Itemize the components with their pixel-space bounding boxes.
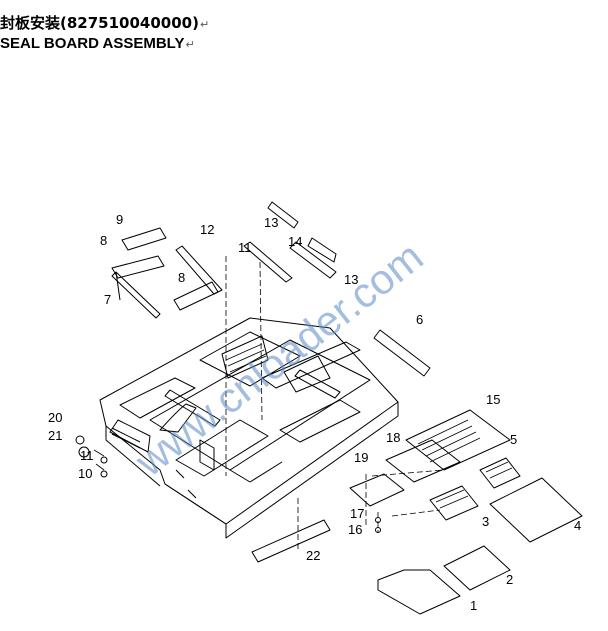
- callout-9: 9: [116, 212, 123, 227]
- callout-4: 4: [574, 518, 581, 533]
- callout-8-upper: 8: [100, 233, 107, 248]
- part-5-panel: [479, 457, 521, 489]
- part-21-washer: [78, 446, 90, 458]
- callout-20: 20: [48, 410, 62, 425]
- watermark-text: www.cnloader.com: [126, 232, 432, 485]
- callout-14: 14: [288, 234, 302, 249]
- part-11-strip: [243, 241, 293, 283]
- callout-11-strip: 11: [238, 240, 252, 255]
- part-18-panel: [385, 439, 461, 483]
- callout-15: 15: [486, 392, 500, 407]
- callout-1: 1: [470, 598, 477, 613]
- callout-22: 22: [306, 548, 320, 563]
- part-1-panel: [377, 569, 461, 615]
- part-16-washer: [375, 527, 381, 533]
- callout-16: 16: [348, 522, 362, 537]
- callout-13-lower: 13: [344, 272, 358, 287]
- part-8-strip-upper: [111, 255, 165, 279]
- part-10-nut: [100, 470, 108, 478]
- callout-3: 3: [482, 514, 489, 529]
- part-8-strip-lower: [173, 281, 219, 311]
- callout-19: 19: [354, 450, 368, 465]
- callout-12: 12: [200, 222, 214, 237]
- title-chinese: 封板安装(827510040000)↵: [0, 14, 210, 32]
- part-12-strip: [175, 245, 223, 295]
- callout-13-upper: 13: [264, 215, 278, 230]
- part-13-strip-lower: [289, 241, 337, 279]
- part-7-strip: [111, 271, 161, 319]
- part-22-strip: [251, 519, 331, 563]
- title-english: SEAL BOARD ASSEMBLY↵: [0, 35, 195, 52]
- part-4-panel: [489, 477, 583, 543]
- part-13-strip-upper: [267, 201, 299, 229]
- part-14-strip: [307, 237, 337, 263]
- part-20-bolt: [75, 435, 85, 445]
- part-15-panel: [405, 409, 511, 471]
- part-2-panel: [443, 545, 511, 591]
- part-3-panel: [429, 485, 479, 521]
- callout-18: 18: [386, 430, 400, 445]
- callout-21: 21: [48, 428, 62, 443]
- callout-17: 17: [350, 506, 364, 521]
- callout-7: 7: [104, 292, 111, 307]
- callout-2: 2: [506, 572, 513, 587]
- callout-8-lower: 8: [178, 270, 185, 285]
- callout-11-bolt: 11: [80, 448, 94, 463]
- part-9-strip: [121, 227, 167, 251]
- main-frame: [99, 317, 399, 539]
- part-6-strip: [373, 329, 431, 377]
- callout-5: 5: [510, 432, 517, 447]
- callout-6: 6: [416, 312, 423, 327]
- part-19-panel: [349, 473, 405, 507]
- part-11-bolt: [100, 456, 108, 464]
- callout-10: 10: [78, 466, 92, 481]
- callout-labels: 9 12 13 8 11 14 8 13 7 6 15 20 21 18 5 1…: [48, 212, 581, 613]
